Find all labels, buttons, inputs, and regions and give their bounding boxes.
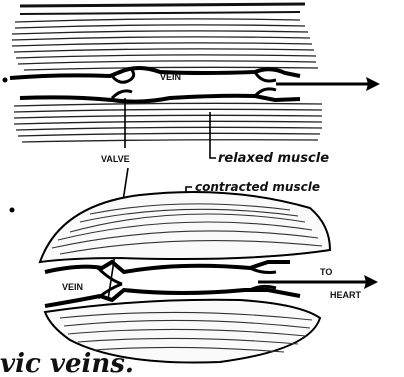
valve-label: VALVE: [101, 154, 130, 164]
upper-muscle-block: [12, 19, 318, 70]
contracted-muscle-label: contracted muscle: [195, 180, 320, 194]
vein-lower-wall: [20, 96, 300, 102]
vein-label-bottom: VEIN: [62, 282, 83, 292]
top-edge-line: [20, 4, 305, 6]
caption-fragment: vic veins.: [0, 349, 134, 377]
flow-arrow-top: [276, 77, 380, 91]
lower-muscle-block: [14, 103, 322, 142]
vein-label-top: VEIN: [160, 72, 181, 82]
to-label: TO: [320, 267, 332, 277]
relaxed-panel: [3, 4, 381, 158]
heart-label: HEART: [330, 290, 362, 300]
relaxed-muscle-leader-line: [210, 112, 216, 158]
relaxed-muscle-label: relaxed muscle: [218, 151, 329, 166]
